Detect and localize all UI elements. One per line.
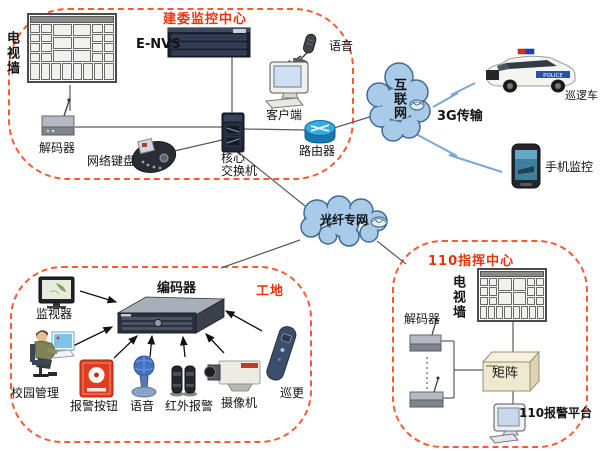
tv-wall-110	[477, 268, 547, 322]
microphone-icon	[292, 33, 317, 65]
core-switch-device	[221, 112, 245, 153]
shell-icon	[370, 216, 388, 228]
voice-label-site: 语音	[130, 399, 155, 413]
keyboard-label: 网络键盘	[87, 154, 136, 168]
camera-label: 摄像机	[221, 396, 258, 410]
g3-label: 3G传输	[437, 109, 483, 124]
command-110-title: 110指挥中心	[428, 254, 515, 269]
router-label: 路由器	[299, 144, 336, 158]
voice-label-jianwei: 语音	[329, 39, 354, 53]
client-computer-device	[264, 61, 309, 109]
monitor-device	[38, 276, 75, 309]
envs-label: E-NVS	[136, 37, 181, 52]
arrow-lines	[70, 55, 302, 359]
client-label: 客户端	[266, 108, 303, 122]
fiber-cloud	[300, 195, 388, 247]
matrix-label: 矩阵	[492, 366, 519, 381]
infrared-label: 红外报警	[165, 399, 214, 413]
encoder-label: 编码器	[157, 281, 197, 296]
decoder-device	[41, 98, 75, 136]
internet-label: 互联网	[391, 78, 406, 120]
phone-label: 手机监控	[545, 160, 594, 174]
alarm-button-label: 报警按钮	[70, 399, 119, 413]
camera-device	[204, 360, 261, 392]
network-keyboard-device	[131, 137, 177, 173]
campus-label: 校园管理	[11, 386, 60, 400]
infrared-alarm-device	[170, 365, 197, 397]
tv-wall-jianwei	[27, 13, 117, 83]
tv-wall-label-110: 电视墙	[450, 275, 465, 320]
connection-lines	[69, 57, 514, 405]
patrol-wand-device	[266, 326, 297, 381]
shell-icon	[409, 99, 425, 111]
encoder-device	[116, 296, 226, 334]
router-device	[304, 120, 336, 144]
police-text: POLICE	[543, 73, 563, 79]
mobile-phone-device	[511, 143, 541, 189]
platform-computer-device	[489, 403, 526, 444]
patrol-car-label: 巡逻车	[565, 89, 598, 102]
internet-cloud	[366, 62, 431, 142]
command-110-region	[392, 240, 588, 448]
campus-person-image	[30, 330, 75, 377]
patrol-car-image: POLICE	[486, 48, 576, 93]
core-switch-label-line2: 交换机	[221, 164, 258, 178]
wireless-bolt-icons	[413, 82, 503, 173]
voice-mic-device	[131, 355, 157, 398]
construction-site-region	[10, 266, 312, 443]
decoder-label-jianwei: 解码器	[39, 141, 76, 155]
core-switch-label-line1: 核心	[221, 151, 246, 165]
fiber-label: 光纤专网	[320, 213, 369, 227]
decoder-b-device	[409, 376, 444, 408]
platform-110-label: 110报警平台	[519, 406, 593, 420]
envs-server-device	[167, 27, 251, 58]
decoder-label-110: 解码器	[404, 312, 441, 326]
site-title: 工地	[256, 284, 285, 299]
alarm-button-device	[79, 359, 114, 398]
monitor-label: 监视器	[36, 307, 73, 321]
matrix-device	[481, 350, 541, 393]
tv-wall-label-jianwei: 电视墙	[4, 31, 19, 76]
jianwei-title: 建委监控中心	[163, 12, 248, 27]
jianwei-center-region	[8, 8, 354, 180]
decoder-a-device	[409, 318, 442, 352]
patrol-label: 巡更	[280, 386, 305, 400]
